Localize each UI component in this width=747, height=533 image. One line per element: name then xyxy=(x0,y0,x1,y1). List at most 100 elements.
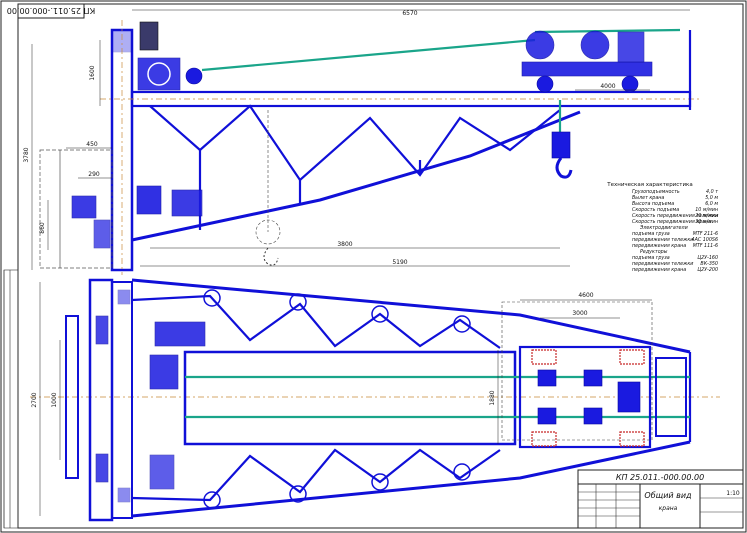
plan-hoist-gearbox xyxy=(154,321,206,347)
dim-upper-height-label: 1600 xyxy=(89,65,96,80)
node-plate-2 xyxy=(289,293,307,311)
plan-lattice-bottom xyxy=(131,448,501,502)
trolley-wheel-red-1 xyxy=(531,349,557,365)
dim-base-left-label: 860 xyxy=(39,222,46,234)
trolley-sheave-1 xyxy=(525,30,555,60)
dim-column-height-label: 3780 xyxy=(23,147,30,162)
node-plate-6 xyxy=(289,485,307,503)
spec-motor-label: передвижения крана xyxy=(632,244,686,249)
trolley-sheave-2 xyxy=(580,30,610,60)
lower-bearing xyxy=(71,195,97,219)
spec-reducers-heading: Редукторы xyxy=(640,249,668,255)
spec-value: 4,0 т xyxy=(706,189,718,195)
spec-label: Высота подъема xyxy=(632,201,674,207)
winch-gear xyxy=(185,67,203,85)
runway-frame xyxy=(183,350,517,446)
title-block-frame xyxy=(577,469,744,529)
node-plate-5 xyxy=(203,491,221,509)
trolley-motor xyxy=(617,31,645,63)
spec-label: Скорость подъема xyxy=(632,207,679,213)
spec-reducer-label: передвижения тележки xyxy=(632,262,693,267)
hoist-rope xyxy=(201,38,536,72)
spec-value: 30 м/мин xyxy=(695,219,718,225)
dim-top-span-label: 6570 xyxy=(402,10,417,17)
trolley-block-4 xyxy=(583,407,603,425)
top-code-text: КП 25.011.-000.00.00 xyxy=(7,6,95,15)
trolley-wheel-red-2 xyxy=(619,349,645,365)
spec-motors-heading: Электродвигатели xyxy=(639,225,688,231)
spec-reducer-label: передвижения крана xyxy=(632,268,686,273)
dim-lower-span-label: 3800 xyxy=(337,241,352,248)
spec-value: 10 м/мин xyxy=(695,207,718,213)
plan-trolley-outline xyxy=(501,301,653,441)
dim-plan-width-top-label: 4600 xyxy=(578,292,593,299)
title-name: Общий вид xyxy=(644,491,692,500)
spec-label: Скорость передвижения крана xyxy=(632,219,711,225)
spec-reducer-value: Ц2У-200 xyxy=(697,267,718,273)
title-subname: крана xyxy=(659,505,678,512)
spec-label: Вылет крана xyxy=(632,195,664,201)
trolley-block-1 xyxy=(537,369,557,387)
trolley-block-2 xyxy=(583,369,603,387)
dim-wall-mid-label: 290 xyxy=(88,171,100,178)
plan-lattice-top xyxy=(131,294,501,349)
title-designation: КП 25.011.-000.00.00 xyxy=(616,473,704,482)
trolley-wheel-2 xyxy=(621,75,639,93)
plan-column-2 xyxy=(111,281,133,519)
trolley-block-3 xyxy=(537,407,557,425)
plan-trolley xyxy=(518,345,652,449)
node-plate-4 xyxy=(453,315,471,333)
slewing-motor xyxy=(171,189,203,217)
hook-ghost-icon xyxy=(263,247,279,266)
spec-reducer-value: ВК-350 xyxy=(700,261,718,267)
plan-roller-bottom xyxy=(95,453,109,483)
hook-icon xyxy=(555,157,573,179)
title-block: КП 25.011.-000.00.00 Общий вид крана 1:1… xyxy=(577,469,744,529)
specs-heading: Техническая характеристика xyxy=(606,182,693,188)
spec-value: 5,0 м xyxy=(705,195,718,201)
top-code-box xyxy=(17,3,85,19)
plan-view: 4600 3000 2700 1000 1880 xyxy=(30,278,720,522)
dim-plan-left-outer-label: 2700 xyxy=(31,392,38,407)
plan-bracket-outer xyxy=(65,315,79,479)
winch-drum xyxy=(147,62,171,86)
binding-margin-box xyxy=(3,269,19,529)
lattice-webs xyxy=(149,104,561,182)
slewing-gearbox xyxy=(136,185,162,215)
spec-reducer-label: подъема груза xyxy=(632,256,670,261)
boom-upper-edge xyxy=(131,278,691,354)
node-plate-1 xyxy=(203,289,221,307)
dim-plan-left-inner-label: 1000 xyxy=(51,392,58,407)
spec-label: Скорость передвижения тележки xyxy=(632,213,718,219)
spec-value: 20 м/мин xyxy=(695,213,718,219)
sheet-inner-border xyxy=(17,3,744,529)
spec-motor-value: 4АС 100S6 xyxy=(692,237,718,243)
trolley-motor-plan xyxy=(617,381,641,413)
plan-bolt-bottom xyxy=(117,487,131,503)
spec-motor-value: MTF 211-6 xyxy=(693,231,718,237)
plan-slew-drive xyxy=(149,454,175,490)
spec-motor-label: передвижения тележки xyxy=(632,238,693,243)
technical-specs: Техническая характеристика Грузоподъемно… xyxy=(606,182,718,273)
wall-outline xyxy=(39,149,113,269)
node-plate-8 xyxy=(453,463,471,481)
trolley-frame xyxy=(521,61,653,77)
spec-value: 6,0 м xyxy=(705,201,718,207)
dim-plan-right-label: 1880 xyxy=(489,390,496,405)
title-scale: 1:10 xyxy=(726,490,740,497)
dim-overall-length-label: 5190 xyxy=(392,259,407,266)
boom-lower-edge xyxy=(131,440,691,518)
trolley-wheel-red-4 xyxy=(619,431,645,447)
side-elevation-view: 6570 1600 3780 450 290 860 4000 3800 519… xyxy=(23,9,700,275)
trolley-wheel-1 xyxy=(536,75,554,93)
hook-block xyxy=(551,131,571,159)
hoist-rope-top xyxy=(534,28,681,34)
node-plate-7 xyxy=(371,473,389,491)
spec-motor-label: подъема груза xyxy=(632,232,670,237)
spec-label: Грузоподъемность xyxy=(632,189,680,195)
spec-motor-value: MTF 111-6 xyxy=(693,243,718,249)
trolley-wheel-red-3 xyxy=(531,431,557,447)
plan-roller-top xyxy=(95,315,109,345)
